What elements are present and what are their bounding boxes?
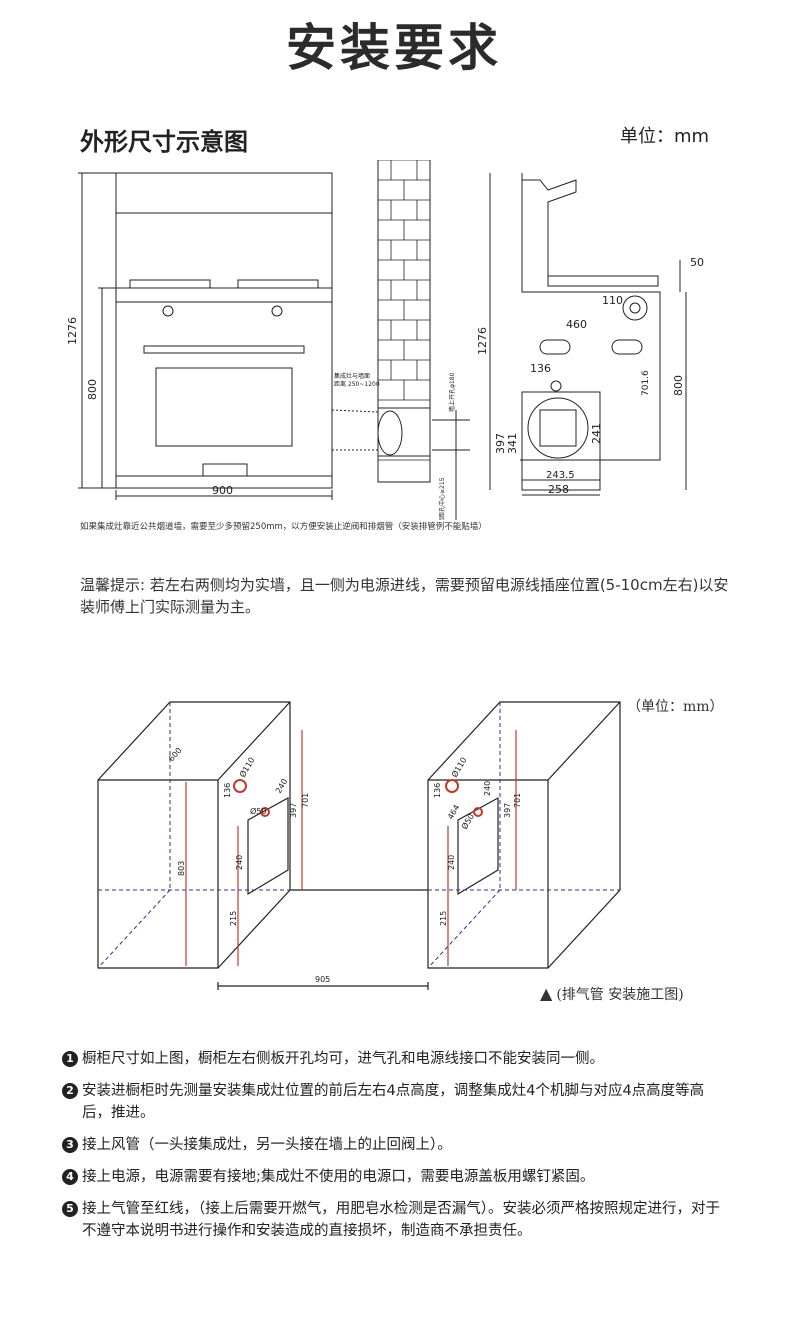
step-number-icon: 5 xyxy=(62,1201,78,1217)
section-title: 外形尺寸示意图 xyxy=(80,128,248,156)
dim-1276-side: 1276 xyxy=(476,327,489,355)
step-number-icon: 2 xyxy=(62,1083,78,1099)
dim-701-right: 701 xyxy=(513,793,522,808)
step-text: 接上气管至红线，（接上后需要开燃气，用肥皂水检测是否漏气）。安装必须严格按照规定… xyxy=(82,1201,720,1239)
unit-label-2: （单位：mm） xyxy=(627,699,724,715)
dim-240-left-a: 240 xyxy=(274,777,289,795)
dim-800-front: 800 xyxy=(86,379,99,400)
tip-text: 温馨提示: 若左右两侧均为实墙，且一侧为电源进线，需要预留电源线插座位置(5-1… xyxy=(80,576,729,616)
dim-110-left: Ø110 xyxy=(237,755,256,779)
dim-110: 110 xyxy=(602,294,623,307)
dim-1276-front: 1276 xyxy=(66,317,79,345)
dim-701-6: 701.6 xyxy=(641,370,651,396)
dim-215-right: 215 xyxy=(439,911,448,926)
dim-701-left: 701 xyxy=(301,793,310,808)
hole-label: 墙上开孔φ180 xyxy=(448,372,456,412)
dim-50-left: Ø50 xyxy=(250,806,266,816)
dim-800-side: 800 xyxy=(672,375,685,396)
caption-text: (排气管 安装施工图) xyxy=(556,987,684,1003)
step-text: 橱柜尺寸如上图，橱柜左右侧板开孔均可，进气孔和电源线接口不能安装同一侧。 xyxy=(82,1051,604,1067)
wall-note-1: 集成灶与墙面 xyxy=(334,372,370,380)
step-number-icon: 3 xyxy=(62,1137,78,1153)
diagram-caption: ▲(排气管 安装施工图) xyxy=(540,984,684,1004)
dimension-diagram: 1276 800 900 集成灶与墙面 距离 250~1200 墙上开孔φ180… xyxy=(66,160,704,520)
dim-240-right-a: 240 xyxy=(483,781,492,796)
dim-258: 258 xyxy=(548,483,569,496)
dim-50: 50 xyxy=(690,256,704,269)
dim-397: 397 xyxy=(494,433,507,454)
ground-label: 地面距孔中心≥215 xyxy=(438,477,446,520)
step-text: 接上电源，电源需要有接地;集成灶不使用的电源口，需要电源盖板用螺钉紧固。 xyxy=(82,1169,595,1185)
page-title: 安装要求 xyxy=(286,19,502,77)
dim-397-left: 397 xyxy=(289,803,298,818)
dim-136-right: 136 xyxy=(433,783,442,798)
dim-460: 460 xyxy=(566,318,587,331)
unit-label: 单位：mm xyxy=(620,126,710,147)
dim-341: 341 xyxy=(506,433,519,454)
step-number-icon: 4 xyxy=(62,1169,78,1185)
dim-464: 464 xyxy=(446,803,461,821)
step-text: 安装进橱柜时先测量安装集成灶位置的前后左右4点高度，调整集成灶4个机脚与对应4点… xyxy=(82,1083,705,1121)
dim-215-left: 215 xyxy=(229,911,238,926)
dim-240-right-b: 240 xyxy=(447,855,456,870)
dim-900: 900 xyxy=(212,484,233,497)
dim-110-right: Ø110 xyxy=(449,755,468,779)
dim-240-left-b: 240 xyxy=(235,855,244,870)
step-text: 接上风管（一头接集成灶，另一头接在墙上的止回阀上）。 xyxy=(82,1137,452,1153)
footnote: 如果集成灶靠近公共烟道墙，需要至少多预留250mm，以方便安装止逆阀和排烟管（安… xyxy=(80,522,487,532)
dim-50-right: Ø50 xyxy=(459,812,476,831)
dim-803: 803 xyxy=(177,861,186,876)
triangle-icon: ▲ xyxy=(540,984,553,1003)
dim-243-5: 243.5 xyxy=(546,470,575,481)
wall-note-2: 距离 250~1200 xyxy=(334,380,380,388)
dim-136-left: 136 xyxy=(223,783,232,798)
dim-136: 136 xyxy=(530,362,551,375)
step-number-icon: 1 xyxy=(62,1051,78,1067)
dim-241: 241 xyxy=(590,423,603,444)
installation-diagram: 600 803 905 136 Ø110 Ø50 240 240 215 397… xyxy=(97,701,621,990)
dim-600: 600 xyxy=(167,746,184,763)
dim-397-right: 397 xyxy=(503,803,512,818)
dim-905: 905 xyxy=(315,975,330,984)
